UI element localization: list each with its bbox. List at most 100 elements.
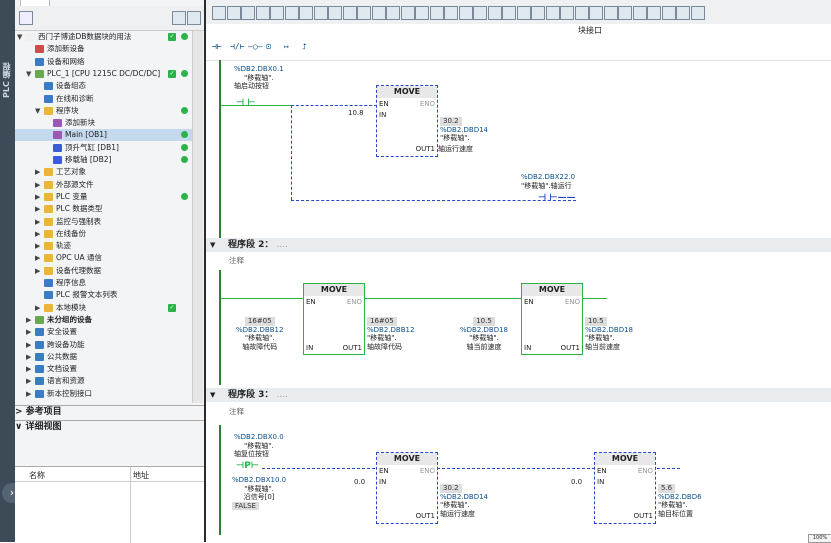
tree-twisty-icon[interactable]: ▶ xyxy=(35,266,41,275)
net3-move1-out-operand[interactable]: 30.2 %DB2.DBD14 "移载轴". 轴运行速度 xyxy=(440,484,489,518)
tree-item[interactable]: ▼西门子博途DB数据块的用法✓ xyxy=(15,31,192,43)
net2-move1-box[interactable]: MOVE EN ENO IN OUT1 xyxy=(303,283,365,355)
tree-item[interactable]: 移载轴 [DB2] xyxy=(15,154,192,166)
toolbar-icon[interactable] xyxy=(647,6,661,20)
toolbar-icon[interactable] xyxy=(255,6,270,20)
net3-move1-box[interactable]: MOVE EN ENO IN OUT1 xyxy=(376,452,438,524)
tree-twisty-icon[interactable]: ▶ xyxy=(35,229,41,238)
tree-twisty-icon[interactable]: ▶ xyxy=(35,254,41,263)
net1-coil[interactable]: ⊣ ⊢—— xyxy=(538,193,576,203)
col-name-header[interactable]: 名称 xyxy=(29,471,45,480)
tree-item[interactable]: ▶外部源文件 xyxy=(15,179,192,191)
net2-move2-out-operand[interactable]: 10.5 %DB2.DBD18 "移载轴". 轴当前速度 xyxy=(585,317,634,351)
net3-move2-in-value[interactable]: 0.0 xyxy=(571,478,583,486)
toolbar-icon[interactable] xyxy=(284,6,299,20)
tree-twisty-icon[interactable]: ▶ xyxy=(35,303,41,312)
tree-item[interactable]: ▶新本控制接口 xyxy=(15,388,192,400)
tree-item[interactable]: ▶工艺对象 xyxy=(15,166,192,178)
tree-twisty-icon[interactable]: ▶ xyxy=(26,377,32,386)
tree-item[interactable]: ▶未分组的设备 xyxy=(15,314,192,326)
tree-item[interactable]: 在线和诊断 xyxy=(15,93,192,105)
toolbar-icon[interactable] xyxy=(690,6,705,20)
toolbar-icon[interactable] xyxy=(545,6,560,20)
tree-item[interactable]: ▼PLC_1 [CPU 1215C DC/DC/DC]✓ xyxy=(15,68,192,80)
toolbar-icon[interactable] xyxy=(241,6,255,20)
toolbar-icon[interactable] xyxy=(357,6,371,20)
tree-item[interactable]: ▶设备代理数据 xyxy=(15,265,192,277)
tree-item[interactable]: 设备组态 xyxy=(15,80,192,92)
tree-twisty-icon[interactable]: ▶ xyxy=(35,192,41,201)
network-2-comment[interactable]: 注释 xyxy=(229,256,244,265)
tree-twisty-icon[interactable]: ▶ xyxy=(35,168,41,177)
tree-item[interactable]: ▶本地模块✓ xyxy=(15,302,192,314)
ladder-instruction-button[interactable]: ↦ xyxy=(284,42,289,51)
tree-item[interactable]: 顶升气缸 [DB1] xyxy=(15,142,192,154)
tree-twisty-icon[interactable]: ▶ xyxy=(26,340,32,349)
net3-move2-out-operand[interactable]: 5.6 %DB2.DBD6 "移载轴". 轴目标位置 xyxy=(658,484,702,518)
net2-move2-box[interactable]: MOVE EN ENO IN OUT1 xyxy=(521,283,583,355)
toolbar-icon[interactable] xyxy=(415,6,429,20)
net1-contact[interactable]: ⊣ ⊢ xyxy=(236,98,256,108)
plc-programming-tab[interactable]: PLC 编程 xyxy=(2,62,11,98)
tree-item[interactable]: ▶公共数据 xyxy=(15,351,192,363)
toolbar-icon[interactable] xyxy=(502,6,516,20)
toolbar-icon[interactable] xyxy=(458,6,473,20)
details-view-section[interactable]: ∨ 详细视图 xyxy=(15,420,204,434)
toolbar-icon[interactable] xyxy=(226,6,241,20)
toolbar-icon[interactable] xyxy=(270,6,284,20)
toolbar-icon[interactable] xyxy=(429,6,444,20)
tree-twisty-icon[interactable]: ▶ xyxy=(26,328,32,337)
tree-twisty-icon[interactable]: ▶ xyxy=(26,315,32,324)
toolbar-icon[interactable] xyxy=(676,6,690,20)
tree-twisty-icon[interactable]: ▼ xyxy=(26,69,32,78)
toolbar-icon[interactable] xyxy=(328,6,342,20)
tree-item[interactable]: ▶在线备份 xyxy=(15,228,192,240)
tree-item[interactable]: Main [OB1] xyxy=(15,129,192,142)
network-2-header[interactable]: ▼ 程序段 2： .... xyxy=(206,238,831,252)
toolbar-icon[interactable] xyxy=(618,6,632,20)
tree-twisty-icon[interactable]: ▶ xyxy=(35,205,41,214)
tree-twisty-icon[interactable]: ▶ xyxy=(35,180,41,189)
toolbar-icon[interactable] xyxy=(299,6,313,20)
ladder-instruction-button[interactable]: –○– xyxy=(248,42,263,51)
tree-twisty-icon[interactable]: ▶ xyxy=(26,365,32,374)
ladder-instruction-button[interactable]: ⊣/⊢ xyxy=(230,42,245,51)
toolbar-icon[interactable] xyxy=(444,6,458,20)
net3-move1-in-value[interactable]: 0.0 xyxy=(354,478,366,486)
toolbar-icon[interactable] xyxy=(574,6,589,20)
tree-item[interactable]: 程序信息 xyxy=(15,277,192,289)
tree-twisty-icon[interactable]: ▼ xyxy=(17,33,23,41)
tree-twisty-icon[interactable]: ▼ xyxy=(35,106,41,115)
tree-item[interactable]: ▶语言和资源 xyxy=(15,375,192,387)
toolbar-icon[interactable] xyxy=(473,6,487,20)
toolbar-icon[interactable] xyxy=(531,6,545,20)
net1-move-box[interactable]: MOVE EN ENO IN OUT1 xyxy=(376,85,438,157)
tree-view-icon[interactable] xyxy=(172,11,186,25)
tree-item[interactable]: 添加新块 xyxy=(15,117,192,129)
tree-twisty-icon[interactable]: ▶ xyxy=(35,242,41,251)
toolbar-icon[interactable] xyxy=(212,6,226,20)
net1-in-value[interactable]: 10.8 xyxy=(348,109,364,117)
toolbar-icon[interactable] xyxy=(342,6,357,20)
toolbar-icon[interactable] xyxy=(661,6,676,20)
net1-coil-operand[interactable]: %DB2.DBX22.0 "移载轴".轴运行 xyxy=(521,173,576,190)
tree-scrollbar[interactable] xyxy=(192,31,203,403)
ladder-instruction-button[interactable]: ⮥ xyxy=(302,42,307,51)
tree-split-icon[interactable] xyxy=(187,11,201,25)
toolbar-icon[interactable] xyxy=(386,6,400,20)
tree-item[interactable]: ▶安全设置 xyxy=(15,326,192,338)
net1-out-operand[interactable]: 30.2 %DB2.DBD14 "移载轴". xyxy=(440,117,489,142)
tree-item[interactable]: 添加新设备 xyxy=(15,43,192,55)
col-address-header[interactable]: 地址 xyxy=(133,471,149,480)
tree-item[interactable]: ▶监控与强制表 xyxy=(15,216,192,228)
tree-item[interactable]: ▼程序块 xyxy=(15,105,192,117)
tree-twisty-icon[interactable]: ▶ xyxy=(35,217,41,226)
block-interface-label[interactable]: 块接口 xyxy=(578,26,602,35)
tree-item[interactable]: ▶轨迹 xyxy=(15,240,192,252)
ladder-instruction-button[interactable]: ⊣⊢ xyxy=(212,42,222,51)
tree-twisty-icon[interactable]: ▶ xyxy=(26,389,32,398)
network-3-header[interactable]: ▼ 程序段 3： .... xyxy=(206,388,831,402)
tree-item[interactable]: ▶OPC UA 通信 xyxy=(15,252,192,264)
tree-home-icon[interactable] xyxy=(19,11,33,25)
toolbar-icon[interactable] xyxy=(516,6,531,20)
